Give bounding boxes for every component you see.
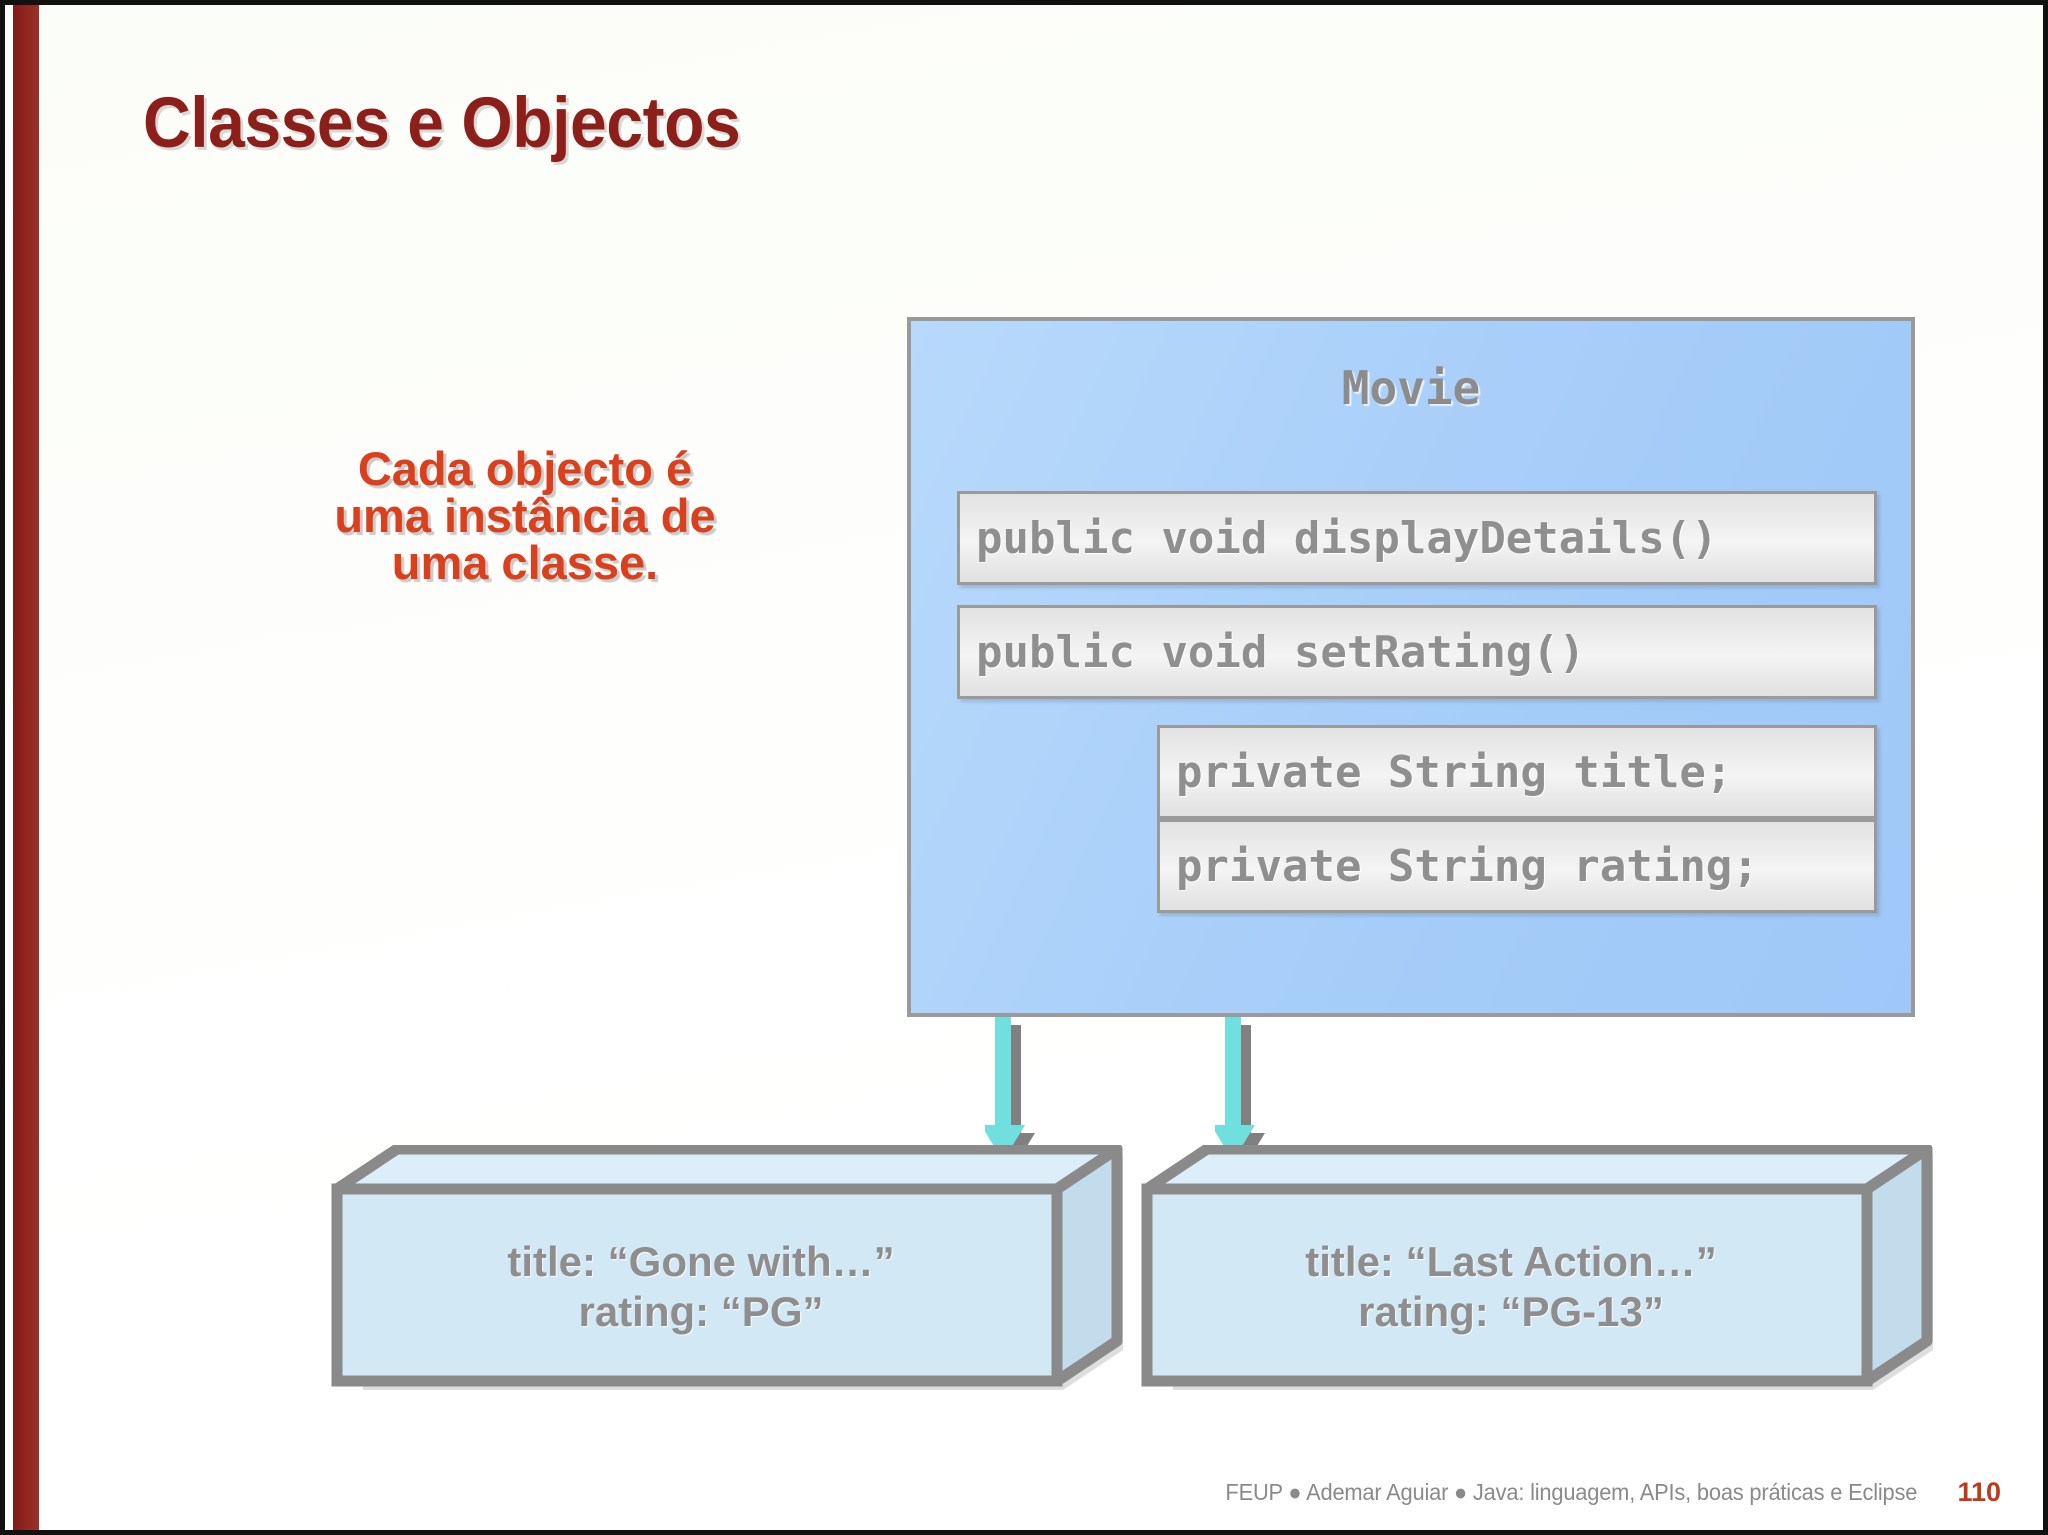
class-name-label: Movie (1341, 361, 1481, 415)
page-number: 110 (1957, 1477, 2001, 1507)
slide-title: Classes e Objectos (143, 84, 741, 163)
instantiation-arrow-icon (985, 1017, 1035, 1169)
object-instance-box: title: “Gone with…” rating: “PG” (323, 1143, 1123, 1395)
object-instance-box: title: “Last Action…” rating: “PG-13” (1133, 1143, 1933, 1395)
field-box-title: private String title; (1157, 725, 1877, 819)
method-box-set-rating: public void setRating() (957, 605, 1877, 699)
method-code: public void displayDetails() (976, 512, 1718, 564)
left-accent-bar (13, 5, 39, 1530)
field-code: private String rating; (1176, 840, 1759, 892)
slide-footer: FEUP ● Ademar Aguiar ● Java: linguagem, … (1225, 1479, 1917, 1505)
object-3d-shape (331, 1143, 1123, 1390)
method-code: public void setRating() (976, 626, 1586, 678)
caption-line-2: uma instância de (334, 489, 716, 542)
caption-text: Cada objecto é uma instância de uma clas… (305, 445, 745, 586)
caption-line-1: Cada objecto é (357, 442, 693, 495)
method-box-display-details: public void displayDetails() (957, 491, 1877, 585)
field-code: private String title; (1176, 746, 1733, 798)
class-box-movie: Movie public void displayDetails() publi… (907, 317, 1915, 1017)
field-box-rating: private String rating; (1157, 819, 1877, 913)
caption-line-3: uma classe. (391, 536, 659, 589)
instantiation-arrow-icon (1215, 1017, 1265, 1169)
object-3d-shape (1141, 1143, 1933, 1390)
